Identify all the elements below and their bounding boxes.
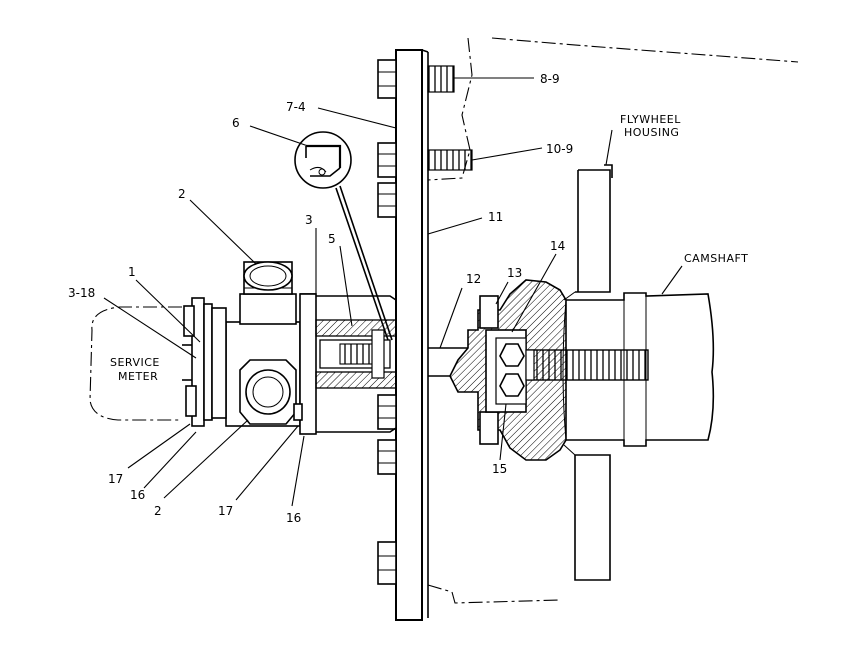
bolt-head-5 <box>377 439 397 475</box>
callout-3-18: 3-18 <box>68 286 95 300</box>
leader-lines <box>103 77 683 507</box>
drive-adapter <box>449 279 567 461</box>
callout-10-9: 10-9 <box>546 142 573 156</box>
callout-1: 1 <box>128 265 136 279</box>
service-meter <box>89 306 182 421</box>
callouts: 8-9 7-4 10-9 6 2 11 3 5 14 12 13 1 3-18 … <box>68 72 573 525</box>
callout-3: 3 <box>305 213 313 227</box>
callout-2-bottom: 2 <box>154 504 162 518</box>
service-meter-label-line1: SERVICE <box>110 356 160 369</box>
cover-plate <box>395 49 429 621</box>
bolt-head-1 <box>377 59 397 99</box>
stud-10-9 <box>427 149 473 171</box>
service-meter-label-line2: METER <box>118 370 158 383</box>
callout-14: 14 <box>550 239 565 253</box>
flywheel-housing-label-line2: HOUSING <box>624 126 679 139</box>
bolt-head-3 <box>377 182 397 218</box>
bolt-head-6 <box>377 541 397 585</box>
part-labels: FLYWHEEL HOUSING CAMSHAFT SERVICE METER <box>110 113 748 383</box>
plate-bolts <box>377 59 473 585</box>
seal-detail-circle <box>294 131 393 341</box>
flywheel-housing-outline <box>427 37 799 604</box>
callout-5: 5 <box>328 232 336 246</box>
bolt-head-4 <box>377 394 397 430</box>
callout-13: 13 <box>507 266 522 280</box>
flywheel-housing-label-line1: FLYWHEEL <box>620 113 681 126</box>
callout-2-top: 2 <box>178 187 186 201</box>
callout-17-bottom: 17 <box>218 504 233 518</box>
top-fitting <box>239 261 297 325</box>
callout-16-bottom: 16 <box>286 511 301 525</box>
callout-12: 12 <box>466 272 481 286</box>
callout-11: 11 <box>488 210 503 224</box>
drive-shaft <box>428 347 468 377</box>
callout-7-4: 7-4 <box>286 100 306 114</box>
callout-17-left: 17 <box>108 472 123 486</box>
callout-6: 6 <box>232 116 240 130</box>
stud-8-9 <box>427 65 455 93</box>
bolt-head-2 <box>377 142 397 178</box>
bottom-fitting <box>239 359 303 425</box>
callout-8-9: 8-9 <box>540 72 560 86</box>
callout-15: 15 <box>492 462 507 476</box>
camshaft-label: CAMSHAFT <box>684 252 748 265</box>
callout-16-left: 16 <box>130 488 145 502</box>
meter-flange <box>182 297 227 427</box>
